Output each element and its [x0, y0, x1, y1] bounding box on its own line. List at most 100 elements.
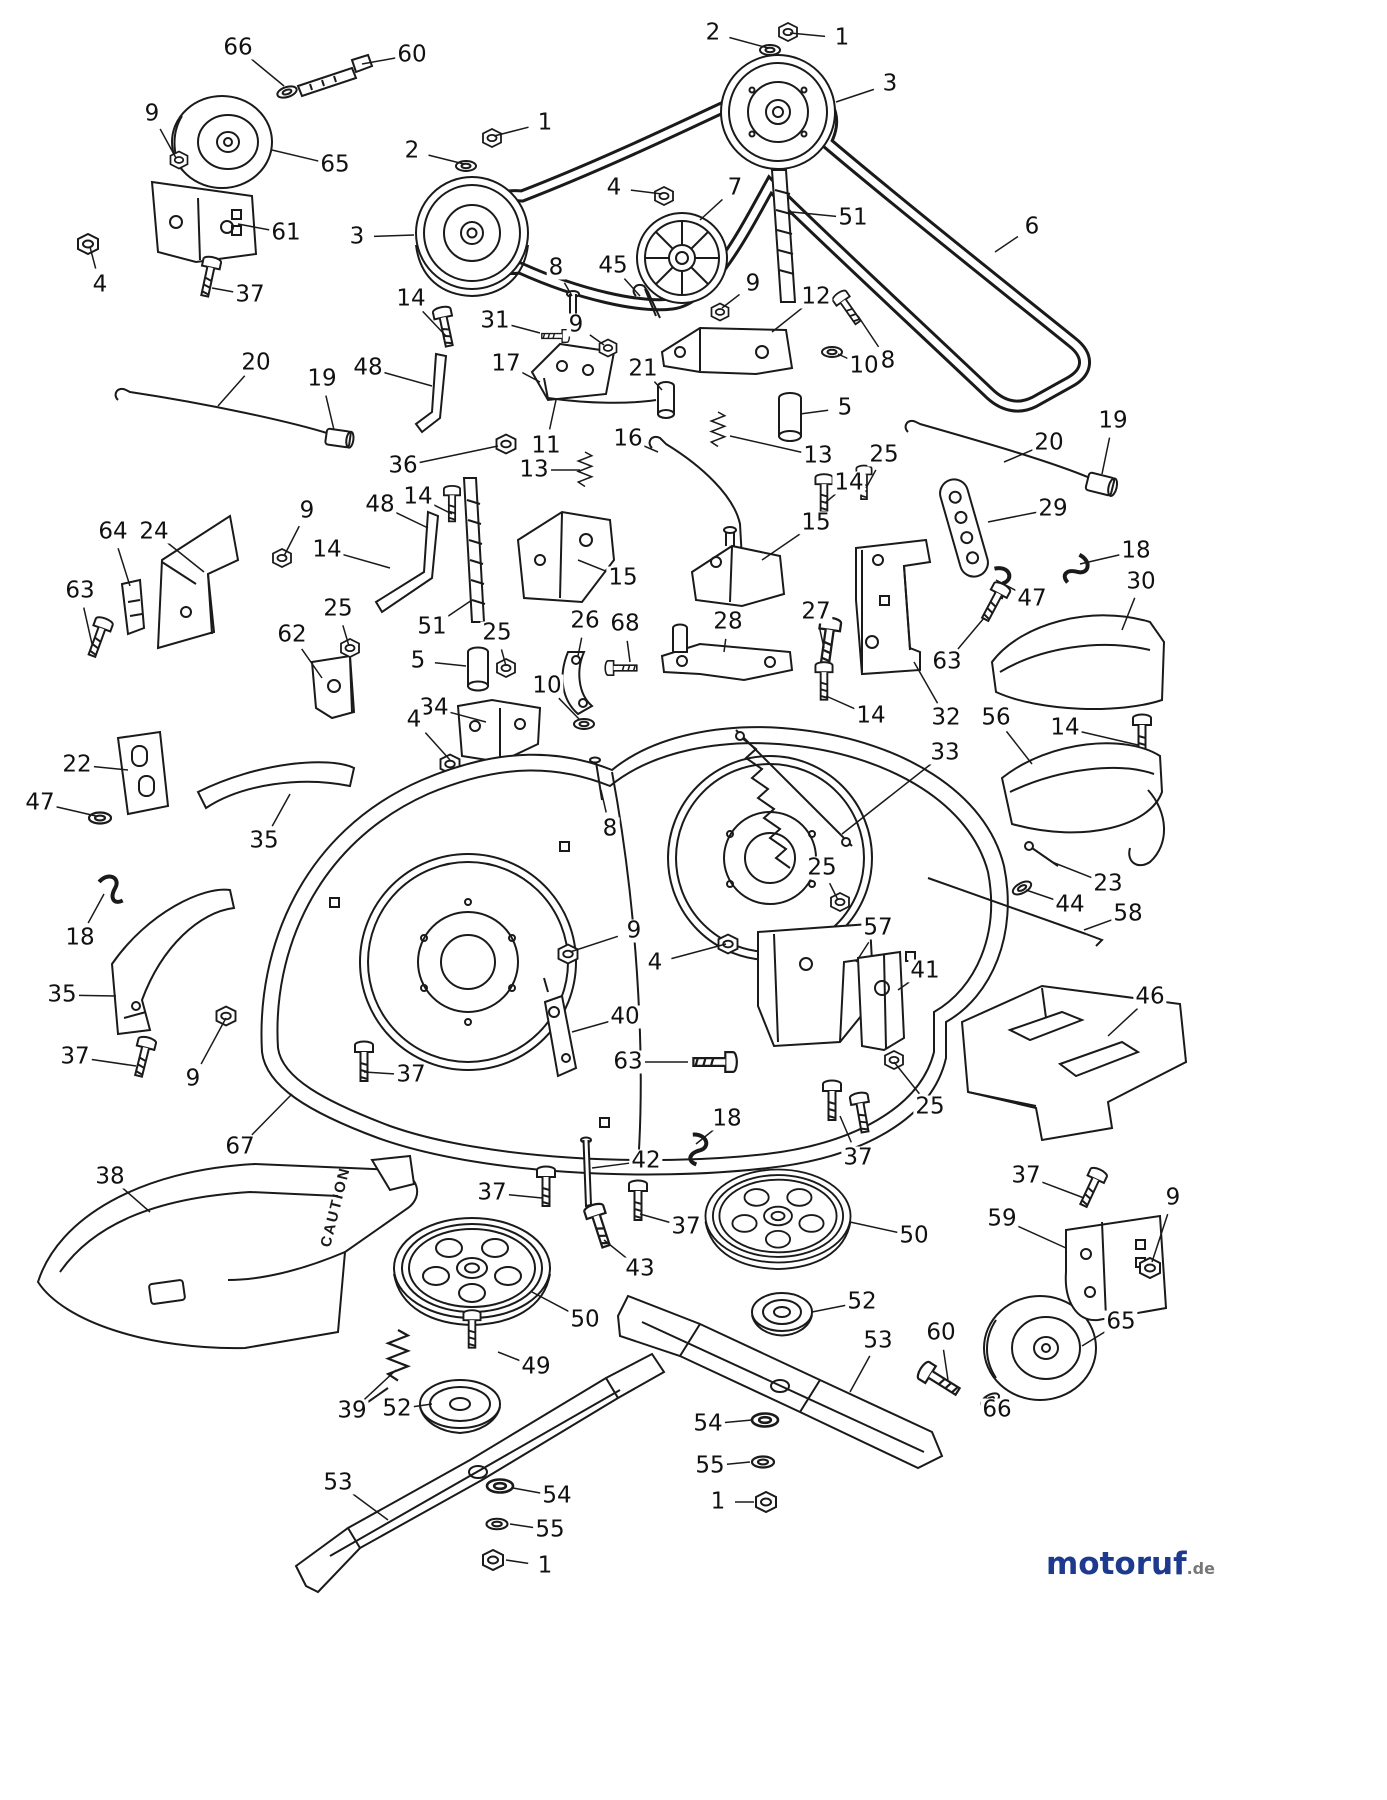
- callout-7: 7: [725, 174, 745, 201]
- callout-31: 31: [478, 307, 512, 334]
- callout-34: 34: [417, 694, 451, 721]
- callout-1: 1: [535, 109, 555, 136]
- baffle-56: [1000, 742, 1164, 834]
- callout-4: 4: [645, 949, 665, 976]
- callout-55: 55: [533, 1516, 567, 1543]
- baffle-35-upper: [196, 761, 356, 810]
- callout-20: 20: [239, 349, 273, 376]
- callout-25: 25: [913, 1093, 947, 1120]
- callout-19: 19: [305, 365, 339, 392]
- callout-65: 65: [318, 151, 352, 178]
- callout-9: 9: [566, 311, 586, 338]
- callout-3: 3: [880, 70, 900, 97]
- spacer-21: [657, 381, 675, 419]
- clevis-pin-8: [566, 290, 580, 319]
- callout-9: 9: [183, 1065, 203, 1092]
- wheel-bracket-bottom-right: [1064, 1214, 1168, 1322]
- callout-49: 49: [519, 1353, 553, 1380]
- flat-bar-48-bottom: [374, 510, 440, 614]
- callout-21: 21: [626, 355, 660, 382]
- callout-27: 27: [799, 598, 833, 625]
- mandrel-pulley-right: [704, 1168, 852, 1270]
- callout-25: 25: [805, 854, 839, 881]
- watermark-tld[interactable]: .de: [1186, 1559, 1215, 1578]
- lift-rod-left: [114, 388, 331, 435]
- callout-46: 46: [1133, 983, 1167, 1010]
- callout-14: 14: [394, 285, 428, 312]
- callout-57: 57: [861, 914, 895, 941]
- callout-33: 33: [928, 739, 962, 766]
- callout-52: 52: [845, 1288, 879, 1315]
- callout-59: 59: [985, 1205, 1019, 1232]
- callout-18: 18: [63, 924, 97, 951]
- callout-1: 1: [832, 24, 852, 51]
- callout-5: 5: [408, 647, 428, 674]
- callout-35: 35: [45, 981, 79, 1008]
- callout-61: 61: [269, 219, 303, 246]
- callout-14: 14: [832, 469, 866, 496]
- spacer-5-right: [778, 392, 802, 442]
- flat-idler-pulley: [636, 212, 728, 304]
- callout-55: 55: [693, 1452, 727, 1479]
- callout-60: 60: [924, 1319, 958, 1346]
- hanger-strap: [939, 478, 989, 578]
- callout-54: 54: [540, 1482, 574, 1509]
- callout-41: 41: [908, 957, 942, 984]
- callout-17: 17: [489, 350, 523, 377]
- callout-54: 54: [691, 1410, 725, 1437]
- callout-37: 37: [1009, 1162, 1043, 1189]
- callout-9: 9: [142, 100, 162, 127]
- pin-8-deck: [595, 761, 603, 801]
- callout-58: 58: [1111, 900, 1145, 927]
- strap-22: [116, 730, 170, 816]
- callout-24: 24: [137, 518, 171, 545]
- watermark[interactable]: motoruf.de: [1046, 1546, 1215, 1582]
- callout-45: 45: [596, 252, 630, 279]
- callout-8: 8: [600, 815, 620, 842]
- callout-37: 37: [669, 1213, 703, 1240]
- callout-48: 48: [351, 354, 385, 381]
- callout-12: 12: [799, 283, 833, 310]
- callout-10: 10: [530, 672, 564, 699]
- callout-36: 36: [386, 452, 420, 479]
- callout-9: 9: [743, 270, 763, 297]
- rod-ferrule-right: [1084, 471, 1119, 497]
- callout-37: 37: [394, 1061, 428, 1088]
- wheel-bracket-top-left: [150, 180, 258, 264]
- callout-28: 28: [711, 608, 745, 635]
- bracket-24: [156, 514, 240, 650]
- callout-51: 51: [415, 613, 449, 640]
- callout-68: 68: [608, 610, 642, 637]
- callout-4: 4: [404, 706, 424, 733]
- callout-47: 47: [23, 789, 57, 816]
- clip-64: [120, 578, 146, 636]
- callout-14: 14: [854, 702, 888, 729]
- lever-28: [660, 623, 794, 682]
- idler-pulley-mid-left: [415, 176, 529, 298]
- callout-63: 63: [611, 1048, 645, 1075]
- callout-19: 19: [1096, 407, 1130, 434]
- callout-1: 1: [708, 1488, 728, 1515]
- mower-deck-shell: [260, 726, 1009, 1176]
- watermark-brand[interactable]: motoruf: [1046, 1546, 1187, 1582]
- callout-35: 35: [247, 827, 281, 854]
- spacer-5-left: [467, 646, 489, 692]
- callout-15: 15: [799, 509, 833, 536]
- callout-65: 65: [1104, 1308, 1138, 1335]
- callout-40: 40: [608, 1003, 642, 1030]
- callout-8: 8: [878, 347, 898, 374]
- blade-right: [616, 1294, 944, 1470]
- stud-51: [770, 169, 797, 303]
- idler-arm-17: [530, 342, 616, 402]
- angle-bracket-34: [456, 698, 542, 764]
- callout-4: 4: [604, 174, 624, 201]
- callout-14: 14: [1048, 714, 1082, 741]
- callout-32: 32: [929, 704, 963, 731]
- blade-left: [294, 1352, 666, 1594]
- callout-9: 9: [1163, 1184, 1183, 1211]
- callout-29: 29: [1036, 495, 1070, 522]
- callout-50: 50: [568, 1306, 602, 1333]
- callout-18: 18: [1119, 537, 1153, 564]
